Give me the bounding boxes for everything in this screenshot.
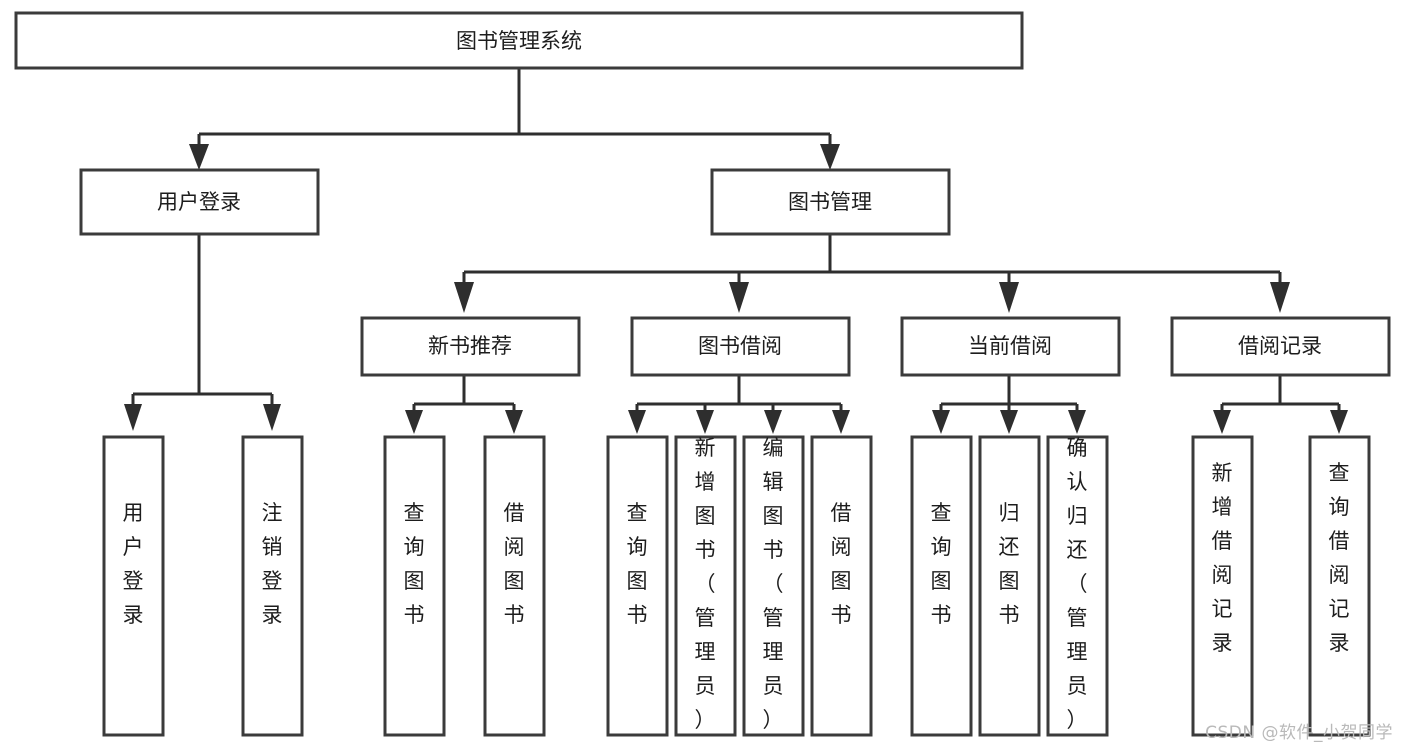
node-leaf-query-book-2-box[interactable] [606, 435, 669, 737]
node-leaf-logout-login[interactable]: 注销登录 [241, 435, 304, 737]
node-current-borrow-box[interactable] [900, 316, 1121, 377]
arrow-to-leaf-add-record [1213, 410, 1231, 434]
arrow-to-leaf-user-login [124, 404, 142, 431]
node-leaf-query-record[interactable]: 查询借阅记录 [1308, 435, 1371, 737]
node-leaf-user-login-label: 用户登录 [123, 501, 144, 627]
node-leaf-borrow-book-2[interactable]: 借阅图书 [810, 435, 873, 737]
node-book-borrow[interactable]: 图书借阅 [630, 316, 851, 377]
arrow-to-leaf-borrow-book-2 [832, 410, 850, 434]
node-leaf-add-record[interactable]: 新增借阅记录 [1191, 435, 1254, 737]
node-leaf-return-book-label: 归还图书 [999, 501, 1020, 627]
arrow-to-leaf-borrow-book-1 [505, 410, 523, 434]
node-borrow-record-box[interactable] [1170, 316, 1391, 377]
node-leaf-add-book[interactable]: 新增图书（管理员） [674, 435, 737, 737]
node-root-box[interactable] [14, 11, 1024, 70]
node-leaf-borrow-book-1[interactable]: 借阅图书 [483, 435, 546, 737]
node-root-label: 图书管理系统 [456, 29, 582, 53]
arrow-to-leaf-query-book-2 [628, 410, 646, 434]
node-leaf-edit-book-label: 编辑图书（管理员） [763, 436, 784, 732]
node-leaf-query-book-1-label: 查询图书 [404, 501, 425, 627]
node-user-login-label: 用户登录 [157, 190, 241, 214]
node-root[interactable]: 图书管理系统 [14, 11, 1024, 70]
node-user-login-box[interactable] [79, 168, 320, 236]
arrow-to-borrow-record [1270, 282, 1290, 313]
node-leaf-query-book-1[interactable]: 查询图书 [383, 435, 446, 737]
node-leaf-query-book-2[interactable]: 查询图书 [606, 435, 669, 737]
node-leaf-user-login[interactable]: 用户登录 [102, 435, 165, 737]
node-book-borrow-box[interactable] [630, 316, 851, 377]
node-leaf-query-book-3-label: 查询图书 [931, 501, 952, 627]
arrow-to-leaf-add-book [696, 410, 714, 434]
node-new-book-recommend-box[interactable] [360, 316, 581, 377]
node-leaf-query-book-1-box[interactable] [383, 435, 446, 737]
arrow-to-leaf-query-record [1330, 410, 1348, 434]
node-current-borrow[interactable]: 当前借阅 [900, 316, 1121, 377]
node-leaf-user-login-box[interactable] [102, 435, 165, 737]
node-leaf-confirm-return-box[interactable] [1046, 435, 1109, 737]
arrow-to-new-book-recommend [454, 282, 474, 313]
node-leaf-query-book-2-label: 查询图书 [627, 501, 648, 627]
arrow-to-leaf-query-book-1 [405, 410, 423, 434]
node-leaf-add-book-label: 新增图书（管理员） [695, 436, 716, 732]
node-leaf-return-book-box[interactable] [978, 435, 1041, 737]
node-leaf-borrow-book-2-label: 借阅图书 [831, 501, 852, 627]
node-leaf-edit-book-box[interactable] [742, 435, 805, 737]
node-leaf-add-book-box[interactable] [674, 435, 737, 737]
arrow-to-current-borrow [999, 282, 1019, 313]
arrow-to-leaf-return-book [1000, 410, 1018, 434]
arrow-to-leaf-confirm-return [1068, 410, 1086, 434]
arrow-to-user-login [189, 144, 209, 170]
node-borrow-record[interactable]: 借阅记录 [1170, 316, 1391, 377]
arrow-to-leaf-logout-login [263, 404, 281, 431]
node-leaf-edit-book[interactable]: 编辑图书（管理员） [742, 435, 805, 737]
node-leaf-confirm-return-label: 确认归还（管理员） [1067, 436, 1088, 732]
node-new-book-recommend[interactable]: 新书推荐 [360, 316, 581, 377]
node-leaf-query-record-label: 查询借阅记录 [1329, 461, 1350, 655]
arrow-to-leaf-query-book-3 [932, 410, 950, 434]
node-user-login[interactable]: 用户登录 [79, 168, 320, 236]
node-leaf-logout-login-box[interactable] [241, 435, 304, 737]
node-leaf-borrow-book-1-label: 借阅图书 [504, 501, 525, 627]
node-new-book-recommend-label: 新书推荐 [428, 334, 512, 358]
node-book-management-box[interactable] [710, 168, 951, 236]
node-current-borrow-label: 当前借阅 [968, 334, 1052, 358]
arrow-to-book-management [820, 144, 840, 170]
node-book-borrow-label: 图书借阅 [698, 334, 782, 358]
node-leaf-query-book-3[interactable]: 查询图书 [910, 435, 973, 737]
node-leaf-borrow-book-1-box[interactable] [483, 435, 546, 737]
node-borrow-record-label: 借阅记录 [1238, 334, 1322, 358]
node-leaf-add-record-label: 新增借阅记录 [1212, 461, 1233, 655]
csdn-watermark: CSDN @软件_小贺同学 [1205, 723, 1393, 743]
node-leaf-borrow-book-2-box[interactable] [810, 435, 873, 737]
node-leaf-add-record-box[interactable] [1191, 435, 1254, 737]
node-leaf-logout-login-label: 注销登录 [262, 501, 283, 627]
arrow-to-book-borrow [729, 282, 749, 313]
node-leaf-query-book-3-box[interactable] [910, 435, 973, 737]
node-leaf-query-record-box[interactable] [1308, 435, 1371, 737]
node-book-management-label: 图书管理 [788, 190, 872, 214]
arrow-to-leaf-edit-book [764, 410, 782, 434]
node-leaf-confirm-return[interactable]: 确认归还（管理员） [1046, 435, 1109, 737]
connector-layer [124, 68, 1348, 434]
node-leaf-return-book[interactable]: 归还图书 [978, 435, 1041, 737]
node-book-management[interactable]: 图书管理 [710, 168, 951, 236]
